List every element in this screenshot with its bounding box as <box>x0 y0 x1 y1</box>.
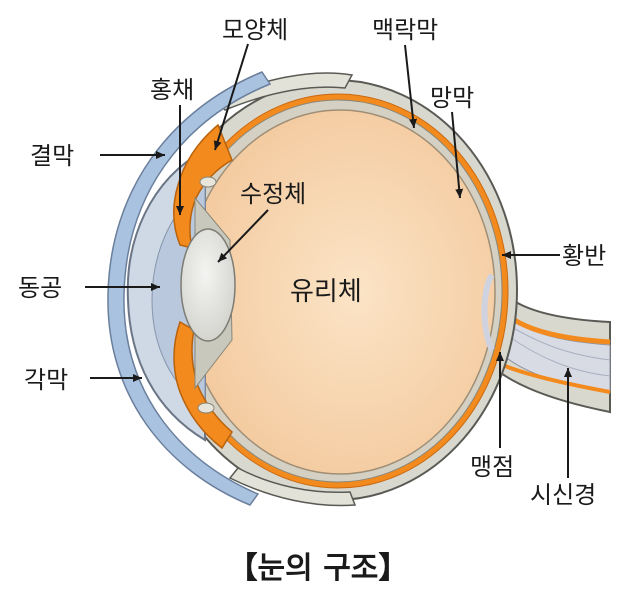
label-cornea: 각막 <box>24 366 68 394</box>
leader-choroid <box>404 44 418 129</box>
label-blind-spot: 맹점 <box>470 453 514 481</box>
leader-lens <box>217 209 269 263</box>
diagram-caption: 【눈의 구조】 <box>228 551 409 586</box>
leader-retina <box>451 111 464 199</box>
label-choroid: 맥락막 <box>372 16 438 44</box>
lower-muscle <box>228 467 357 507</box>
label-macula: 황반 <box>562 242 606 270</box>
label-vitreous: 유리체 <box>290 277 362 307</box>
label-iris: 홍채 <box>150 76 194 104</box>
conjunctiva <box>107 71 272 506</box>
label-optic-nerve: 시신경 <box>530 481 596 509</box>
label-retina: 망막 <box>430 84 474 112</box>
label-lens: 수정체 <box>240 180 306 208</box>
lens <box>180 228 236 342</box>
label-pupil: 동공 <box>18 274 62 302</box>
leader-ciliary <box>213 43 249 151</box>
iris-lower <box>173 320 233 450</box>
optic-disc <box>481 273 495 352</box>
label-conjunctiva: 결막 <box>30 142 74 170</box>
label-ciliary-body: 모양체 <box>222 16 288 44</box>
